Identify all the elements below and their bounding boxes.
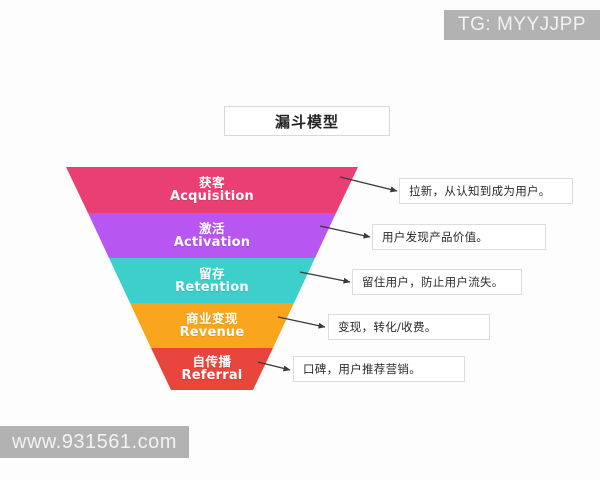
page-title: 漏斗模型 [274, 112, 339, 131]
funnel-band-activation [88, 213, 336, 258]
funnel-label-acquisition: 获客 Acquisition [152, 176, 272, 204]
callout-referral: 口碑，用户推荐营销。 [293, 356, 465, 382]
funnel-label-cn: 自传播 [192, 354, 232, 369]
funnel-label-en: Revenue [179, 325, 245, 341]
funnel-label-cn: 激活 [198, 221, 225, 236]
callout-activation: 用户发现产品价值。 [372, 224, 546, 250]
funnel-band-retention [109, 258, 315, 303]
callout-retention: 留住用户，防止用户流失。 [352, 269, 522, 295]
connector-arrow-4 [277, 316, 326, 329]
funnel-band-acquisition [66, 167, 358, 213]
callout-acquisition: 拉新，从认知到成为用户。 [399, 178, 573, 204]
funnel-label-en: Retention [175, 280, 249, 296]
funnel-label-activation: 激活 Activation [152, 222, 272, 250]
chart-title-box: 漏斗模型 [224, 106, 390, 136]
callout-revenue: 变现，转化/收费。 [328, 314, 490, 340]
funnel-label-revenue: 商业变现 Revenue [152, 312, 272, 340]
funnel-label-cn: 留存 [198, 266, 225, 281]
connector-arrow-5 [257, 361, 291, 372]
funnel-label-cn: 商业变现 [185, 311, 238, 326]
connector-arrow-2 [319, 225, 371, 239]
connector-arrow-1 [339, 176, 398, 193]
connector-arrow-3 [299, 271, 351, 284]
watermark-top-right: TG: MYYJJPP [444, 10, 600, 40]
funnel-label-retention: 留存 Retention [152, 267, 272, 295]
funnel-label-referral: 自传播 Referral [152, 355, 272, 383]
funnel-label-en: Acquisition [169, 189, 255, 205]
funnel-band-revenue [130, 303, 294, 348]
watermark-bottom-left: www.931561.com [0, 426, 189, 458]
funnel-label-en: Referral [181, 368, 243, 384]
funnel-label-cn: 获客 [198, 175, 225, 190]
funnel-label-en: Activation [173, 235, 251, 251]
funnel-band-referral [151, 348, 273, 390]
